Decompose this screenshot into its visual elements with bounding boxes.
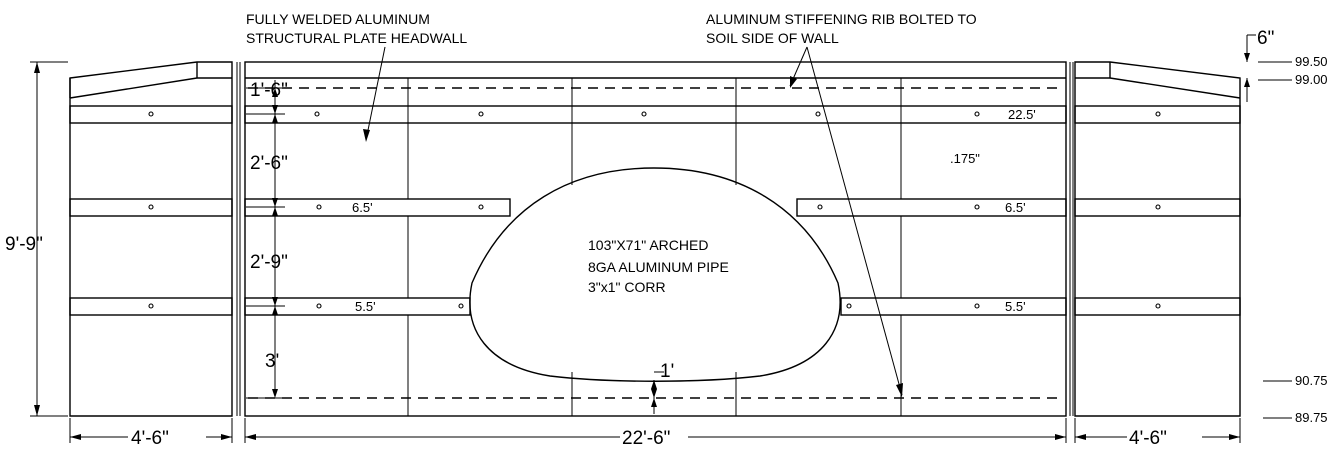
left-wing-width-dimension xyxy=(69,418,233,443)
headwall-callout-line1: FULLY WELDED ALUMINUM xyxy=(246,11,430,27)
rib-callout-line1: ALUMINUM STIFFENING RIB BOLTED TO xyxy=(706,11,977,27)
rib-callout-line2: SOIL SIDE OF WALL xyxy=(706,30,839,46)
main-headwall xyxy=(236,61,1074,417)
rib-callout-leader-b xyxy=(806,46,903,396)
wall-width-dimension xyxy=(244,418,1067,443)
headwall-callout-leader xyxy=(365,46,386,141)
lower-rib-length-left: 5.5' xyxy=(355,299,376,314)
wall-width-label: 22'-6" xyxy=(622,428,670,449)
headwall-callout-line2: STRUCTURAL PLATE HEADWALL xyxy=(246,30,467,46)
elevation-wing-top: 99.00 xyxy=(1295,72,1328,87)
left-wing-width-label: 4'-6" xyxy=(131,428,169,449)
bottom-spacing-label: 3' xyxy=(265,351,279,372)
pipe-clearance-dimension xyxy=(651,371,664,414)
top-offset-label: 1'-6" xyxy=(250,80,288,101)
right-wing-width-dimension xyxy=(1074,418,1241,443)
pipe-label-line2: 8GA ALUMINUM PIPE xyxy=(588,259,729,275)
spacing-2-label: 2'-9" xyxy=(250,252,288,273)
wing-drop-dimension xyxy=(1244,34,1256,102)
wing-drop-label: 6" xyxy=(1257,28,1274,49)
pipe-label-line1: 103"X71" ARCHED xyxy=(588,237,708,253)
right-wing-width-label: 4'-6" xyxy=(1129,428,1167,449)
middle-rib-length-left: 6.5' xyxy=(352,200,373,215)
lower-rib-length-right: 5.5' xyxy=(1005,299,1026,314)
top-rib-length: 22.5' xyxy=(1008,107,1036,122)
right-wing-wall xyxy=(1074,61,1241,417)
total-height-label: 9'-9" xyxy=(5,234,43,255)
pipe-clearance-label: 1' xyxy=(660,361,674,382)
elevation-top: 99.50 xyxy=(1295,54,1328,69)
lower-rib-right xyxy=(840,297,1067,316)
plate-thickness: .175" xyxy=(950,151,980,166)
elevation-markers xyxy=(1258,61,1292,419)
total-height-dimension xyxy=(30,61,68,417)
elevation-invert: 90.75 xyxy=(1295,373,1328,388)
middle-rib-left xyxy=(244,198,511,217)
top-stiffening-rib xyxy=(244,105,1067,124)
pipe-label-line3: 3"x1" CORR xyxy=(588,279,666,295)
elevation-bottom: 89.75 xyxy=(1295,410,1328,425)
middle-rib-right xyxy=(796,198,1067,217)
middle-rib-length-right: 6.5' xyxy=(1005,200,1026,215)
internal-spacing-dimension xyxy=(246,80,285,399)
left-wing-wall xyxy=(69,61,233,417)
arched-pipe-outline xyxy=(469,167,841,382)
spacing-1-label: 2'-6" xyxy=(250,153,288,174)
